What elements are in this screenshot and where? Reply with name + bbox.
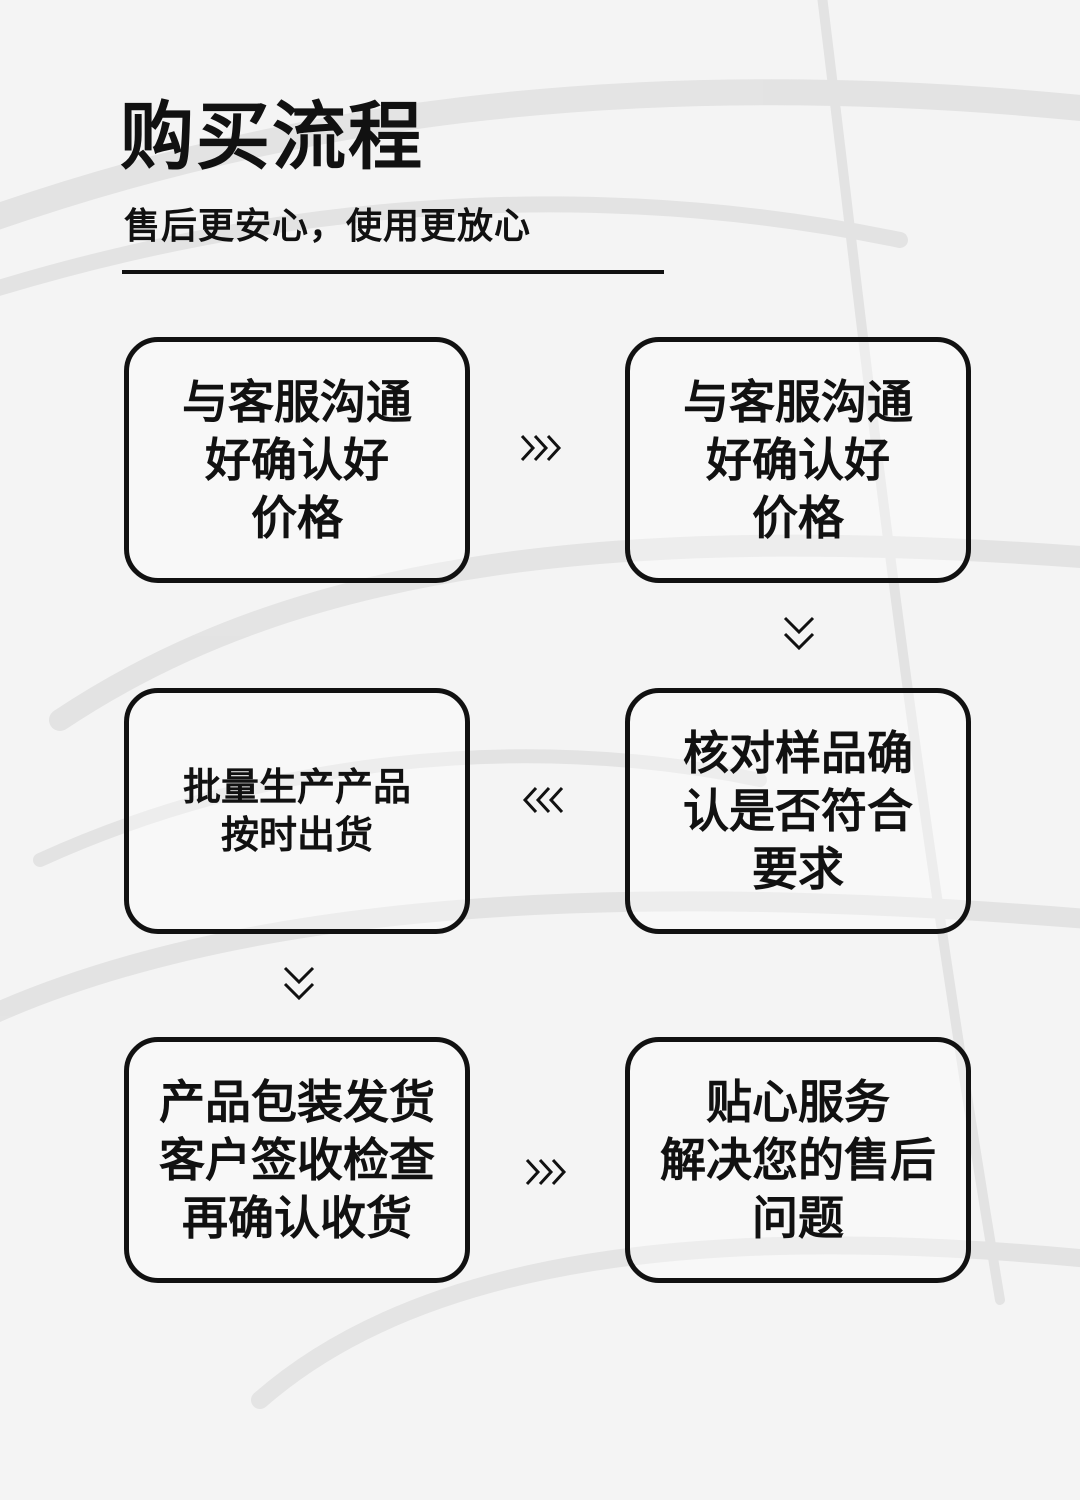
step-card-1: 与客服沟通 好确认好 价格	[124, 337, 470, 583]
step-text-5: 产品包装发货 客户签收检查 再确认收货	[159, 1075, 435, 1245]
triple-chevron-left-icon	[522, 786, 564, 814]
step-text-3: 批量生产产品 按时出货	[182, 764, 411, 857]
step-text-6: 贴心服务 解决您的售后 问题	[660, 1075, 936, 1245]
step-card-6: 贴心服务 解决您的售后 问题	[625, 1037, 971, 1283]
step-text-2: 与客服沟通 好确认好 价格	[683, 375, 913, 545]
title-divider	[122, 270, 664, 274]
step-text-4: 核对样品确 认是否符合 要求	[683, 726, 913, 896]
double-chevron-down-icon	[283, 966, 315, 1001]
double-chevron-down-icon	[783, 616, 815, 651]
triple-chevron-right-icon	[525, 1158, 567, 1186]
step-card-5: 产品包装发货 客户签收检查 再确认收货	[124, 1037, 470, 1283]
step-card-4: 核对样品确 认是否符合 要求	[625, 688, 971, 934]
page-title: 购买流程	[120, 94, 424, 180]
step-card-2: 与客服沟通 好确认好 价格	[625, 337, 971, 583]
step-card-3: 批量生产产品 按时出货	[124, 688, 470, 934]
triple-chevron-right-icon	[520, 434, 562, 462]
page-subtitle: 售后更安心，使用更放心	[124, 205, 532, 247]
step-text-1: 与客服沟通 好确认好 价格	[182, 375, 412, 545]
